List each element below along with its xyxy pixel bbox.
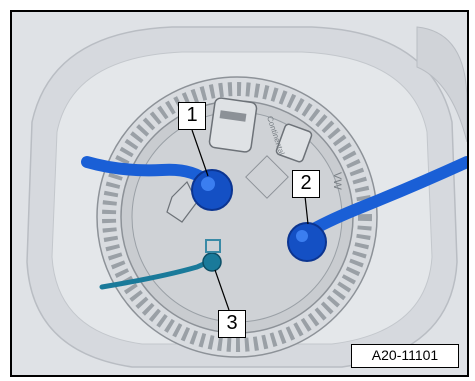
leader-line-1 [191, 129, 209, 177]
secondary-connector [275, 123, 313, 163]
vent-line-clip [205, 239, 221, 253]
fuel-line-right [306, 156, 467, 236]
diagram-frame: Continental VW 1 2 3 A20-11101 [10, 10, 469, 377]
callout-2: 2 [292, 170, 320, 198]
tank-right-recess [416, 26, 467, 143]
fuel-line-coupling-2 [287, 222, 327, 262]
callout-3: 3 [218, 310, 246, 338]
vent-line-coupling-3 [202, 252, 222, 272]
reference-code: A20-11101 [351, 344, 459, 368]
fuel-line-coupling-2-highlight [296, 230, 308, 242]
clip-bracket [166, 180, 198, 223]
leader-line-3 [214, 269, 230, 311]
leader-line-2 [304, 195, 309, 225]
housing-marking-plate [245, 155, 289, 199]
connector-pins [219, 110, 247, 122]
fuel-line-left [81, 156, 214, 188]
fuel-pump-flange-illustration: Continental VW [26, 26, 467, 368]
callout-1: 1 [178, 102, 206, 130]
lock-ring-teeth [102, 82, 372, 352]
fuel-line-coupling-1-highlight [201, 177, 215, 191]
fuel-line-coupling-1 [191, 169, 233, 211]
housing-marking: VW [331, 172, 343, 190]
main-electrical-connector [208, 97, 258, 153]
